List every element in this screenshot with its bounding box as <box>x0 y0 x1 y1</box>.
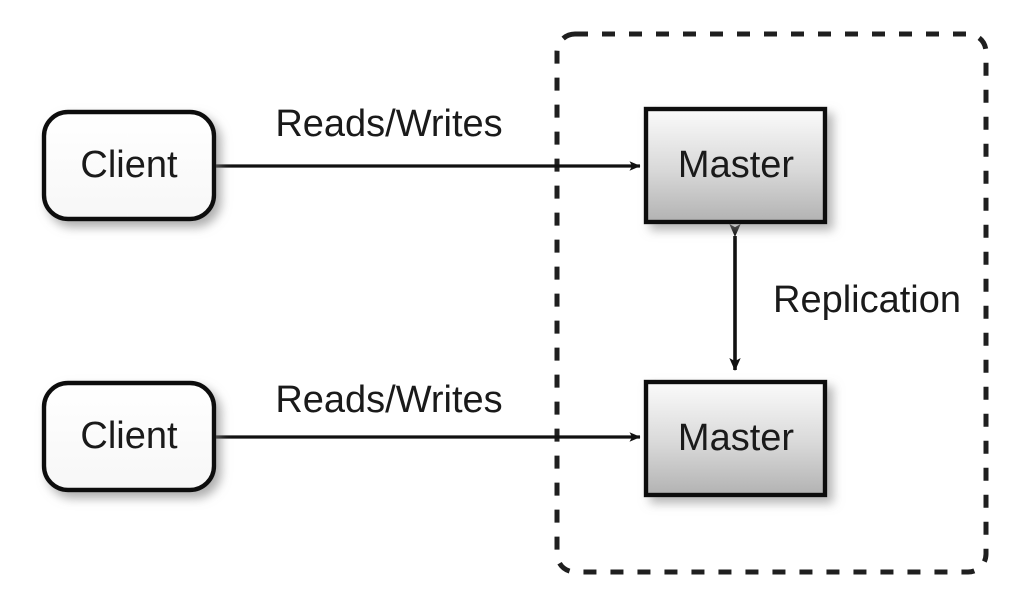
edge-label-replication: Replication <box>773 279 961 321</box>
client-top-label: Client <box>80 144 178 186</box>
client-bottom-box[interactable] <box>41 380 217 493</box>
node-client-top[interactable] <box>41 109 217 222</box>
node-master-top[interactable] <box>643 106 828 225</box>
client-bottom-label: Client <box>80 415 178 457</box>
client-top-box[interactable] <box>41 109 217 222</box>
node-master-bottom[interactable] <box>643 379 828 498</box>
master-top-label: Master <box>678 144 794 186</box>
edge-label-reads-writes-top: Reads/Writes <box>275 103 502 145</box>
replication-group-dashed-border <box>554 31 989 575</box>
master-bottom-label: Master <box>678 417 794 459</box>
master-bottom-box[interactable] <box>643 379 828 498</box>
replication-group-boundary <box>554 31 989 575</box>
node-client-bottom[interactable] <box>41 380 217 493</box>
edge-label-reads-writes-bottom: Reads/Writes <box>275 379 502 421</box>
master-top-box[interactable] <box>643 106 828 225</box>
